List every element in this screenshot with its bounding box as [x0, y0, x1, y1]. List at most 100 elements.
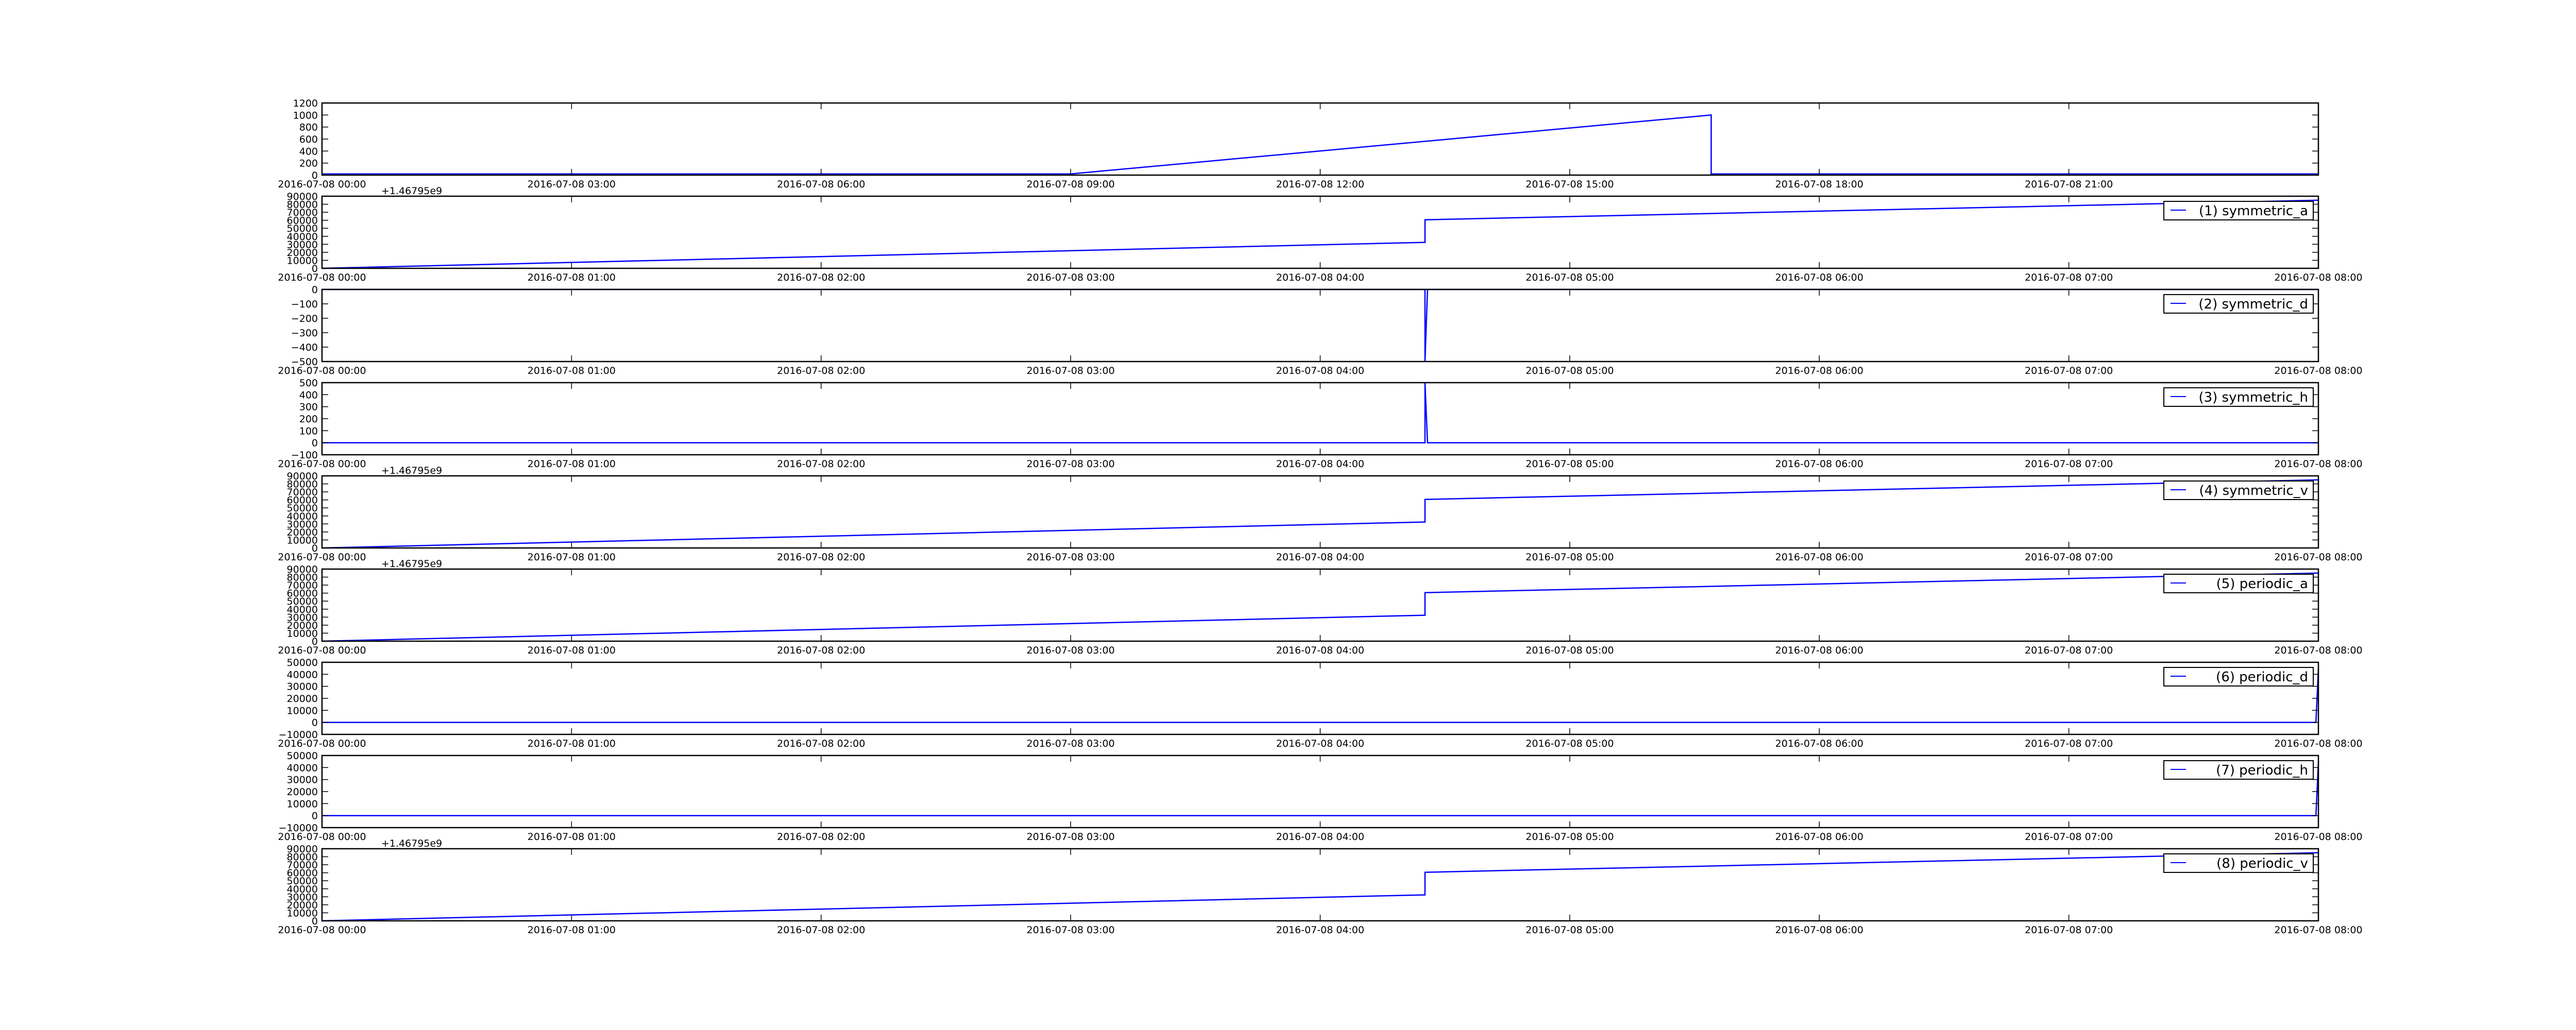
- ytick-label: 20000: [287, 900, 318, 911]
- ytick-label: 10000: [287, 628, 318, 639]
- xtick-label: 2016-07-08 01:00: [528, 552, 616, 563]
- legend-label: (3) symmetric_h: [2198, 390, 2308, 405]
- ytick-label: 20000: [287, 620, 318, 631]
- xtick-label: 2016-07-08 01:00: [528, 272, 616, 283]
- xtick-label: 2016-07-08 03:00: [1027, 738, 1115, 749]
- xtick-label: 2016-07-08 07:00: [2025, 738, 2113, 749]
- xtick-label: 2016-07-08 03:00: [1027, 552, 1115, 563]
- ytick-label: 50000: [287, 750, 318, 762]
- xtick-label: 2016-07-08 04:00: [1276, 272, 1364, 283]
- ytick-label: 10000: [287, 255, 318, 266]
- legend-label: (2) symmetric_d: [2198, 297, 2308, 312]
- ytick-label: 500: [299, 377, 318, 389]
- ytick-label: 80000: [287, 572, 318, 583]
- ytick-label: 50000: [287, 223, 318, 234]
- ytick-label: −100: [291, 299, 318, 310]
- xtick-label: 2016-07-08 08:00: [2274, 924, 2362, 936]
- xtick-label: 2016-07-08 06:00: [1775, 365, 1863, 376]
- ytick-label: 80000: [287, 852, 318, 863]
- ytick-label: 70000: [287, 207, 318, 218]
- ytick-label: 50000: [287, 503, 318, 514]
- series-line-periodic_v: [321, 852, 2319, 922]
- ytick-label: 30000: [287, 519, 318, 530]
- xtick-label: 2016-07-08 00:00: [278, 272, 366, 283]
- xtick-label: 2016-07-08 01:00: [528, 458, 616, 470]
- ytick-label: 50000: [287, 876, 318, 887]
- xtick-label: 2016-07-08 07:00: [2025, 645, 2113, 656]
- ytick-label: 90000: [287, 471, 318, 482]
- ytick-label: 10000: [287, 907, 318, 919]
- axes-frame: [321, 661, 2319, 735]
- ytick-label: 20000: [287, 786, 318, 798]
- ytick-label: 800: [299, 122, 318, 133]
- ytick-label: 10000: [287, 705, 318, 716]
- legend-box: [2163, 667, 2314, 686]
- xtick-label: 2016-07-08 02:00: [777, 738, 865, 749]
- xtick-label: 2016-07-08 00:00: [278, 924, 366, 936]
- subplot-symmetric_v: 0100002000030000400005000060000700008000…: [278, 465, 2362, 563]
- ytick-label: 0: [312, 916, 318, 927]
- xtick-label: 2016-07-08 03:00: [1027, 272, 1115, 283]
- series-line-total: [322, 114, 2318, 175]
- xtick-label: 2016-07-08 00:00: [278, 738, 366, 749]
- xtick-label: 2016-07-08 05:00: [1526, 924, 1614, 936]
- offset-text: +1.46795e9: [381, 185, 442, 197]
- xtick-label: 2016-07-08 04:00: [1276, 831, 1364, 843]
- legend-box: [2163, 387, 2314, 407]
- ytick-label: 40000: [287, 762, 318, 774]
- xtick-label: 2016-07-08 00:00: [278, 179, 366, 190]
- xtick-label: 2016-07-08 06:00: [1775, 924, 1863, 936]
- series-line-periodic_d: [322, 668, 2319, 723]
- ytick-label: 60000: [287, 588, 318, 599]
- xtick-label: 2016-07-08 08:00: [2274, 738, 2362, 749]
- legend-label: (8) periodic_v: [2216, 856, 2308, 871]
- legend-box: [2163, 294, 2314, 314]
- ytick-label: 200: [299, 158, 318, 169]
- ytick-label: 300: [299, 402, 318, 413]
- xtick-label: 2016-07-08 03:00: [1027, 458, 1115, 470]
- legend: (6) periodic_d: [2163, 667, 2314, 686]
- xtick-label: 2016-07-08 07:00: [2025, 272, 2113, 283]
- axes-frame: [321, 754, 2319, 829]
- series-line-symmetric_h: [322, 382, 2318, 443]
- xtick-label: 2016-07-08 04:00: [1276, 365, 1364, 376]
- xtick-label: 2016-07-08 07:00: [2025, 552, 2113, 563]
- xtick-label: 2016-07-08 04:00: [1276, 552, 1364, 563]
- xtick-label: 2016-07-08 15:00: [1526, 179, 1614, 190]
- xtick-label: 2016-07-08 00:00: [278, 365, 366, 376]
- legend-box: [2163, 201, 2314, 220]
- ytick-label: 0: [312, 170, 318, 181]
- ytick-label: 0: [312, 811, 318, 822]
- ytick-label: 60000: [287, 868, 318, 879]
- xtick-label: 2016-07-08 06:00: [1775, 458, 1863, 470]
- xtick-label: 2016-07-08 04:00: [1276, 738, 1364, 749]
- ytick-label: 400: [299, 389, 318, 401]
- ytick-label: 30000: [287, 612, 318, 623]
- ytick-label: −500: [291, 356, 318, 368]
- ytick-label: 0: [312, 284, 318, 296]
- xtick-label: 2016-07-08 07:00: [2025, 831, 2113, 843]
- xtick-label: 2016-07-08 06:00: [1775, 552, 1863, 563]
- ytick-label: 70000: [287, 860, 318, 871]
- ytick-label: 30000: [287, 681, 318, 693]
- ytick-label: 0: [312, 263, 318, 274]
- ytick-label: 1000: [293, 110, 318, 121]
- xtick-label: 2016-07-08 07:00: [2025, 924, 2113, 936]
- ytick-label: 20000: [287, 527, 318, 538]
- ytick-label: 50000: [287, 657, 318, 668]
- xtick-label: 2016-07-08 00:00: [278, 831, 366, 843]
- xtick-label: 2016-07-08 08:00: [2274, 458, 2362, 470]
- subplot-periodic_d: −10000010000200003000040000500002016-07-…: [278, 657, 2362, 749]
- ytick-label: 20000: [287, 693, 318, 705]
- xtick-label: 2016-07-08 05:00: [1526, 738, 1614, 749]
- ytick-label: 400: [299, 146, 318, 157]
- ytick-label: 70000: [287, 487, 318, 498]
- xtick-label: 2016-07-08 02:00: [777, 272, 865, 283]
- xtick-label: 2016-07-08 06:00: [1775, 831, 1863, 843]
- xtick-label: 2016-07-08 03:00: [1027, 645, 1115, 656]
- series-line-periodic_h: [322, 761, 2319, 816]
- xtick-label: 2016-07-08 04:00: [1276, 458, 1364, 470]
- series-line-symmetric_v: [321, 479, 2319, 549]
- ytick-label: 40000: [287, 669, 318, 680]
